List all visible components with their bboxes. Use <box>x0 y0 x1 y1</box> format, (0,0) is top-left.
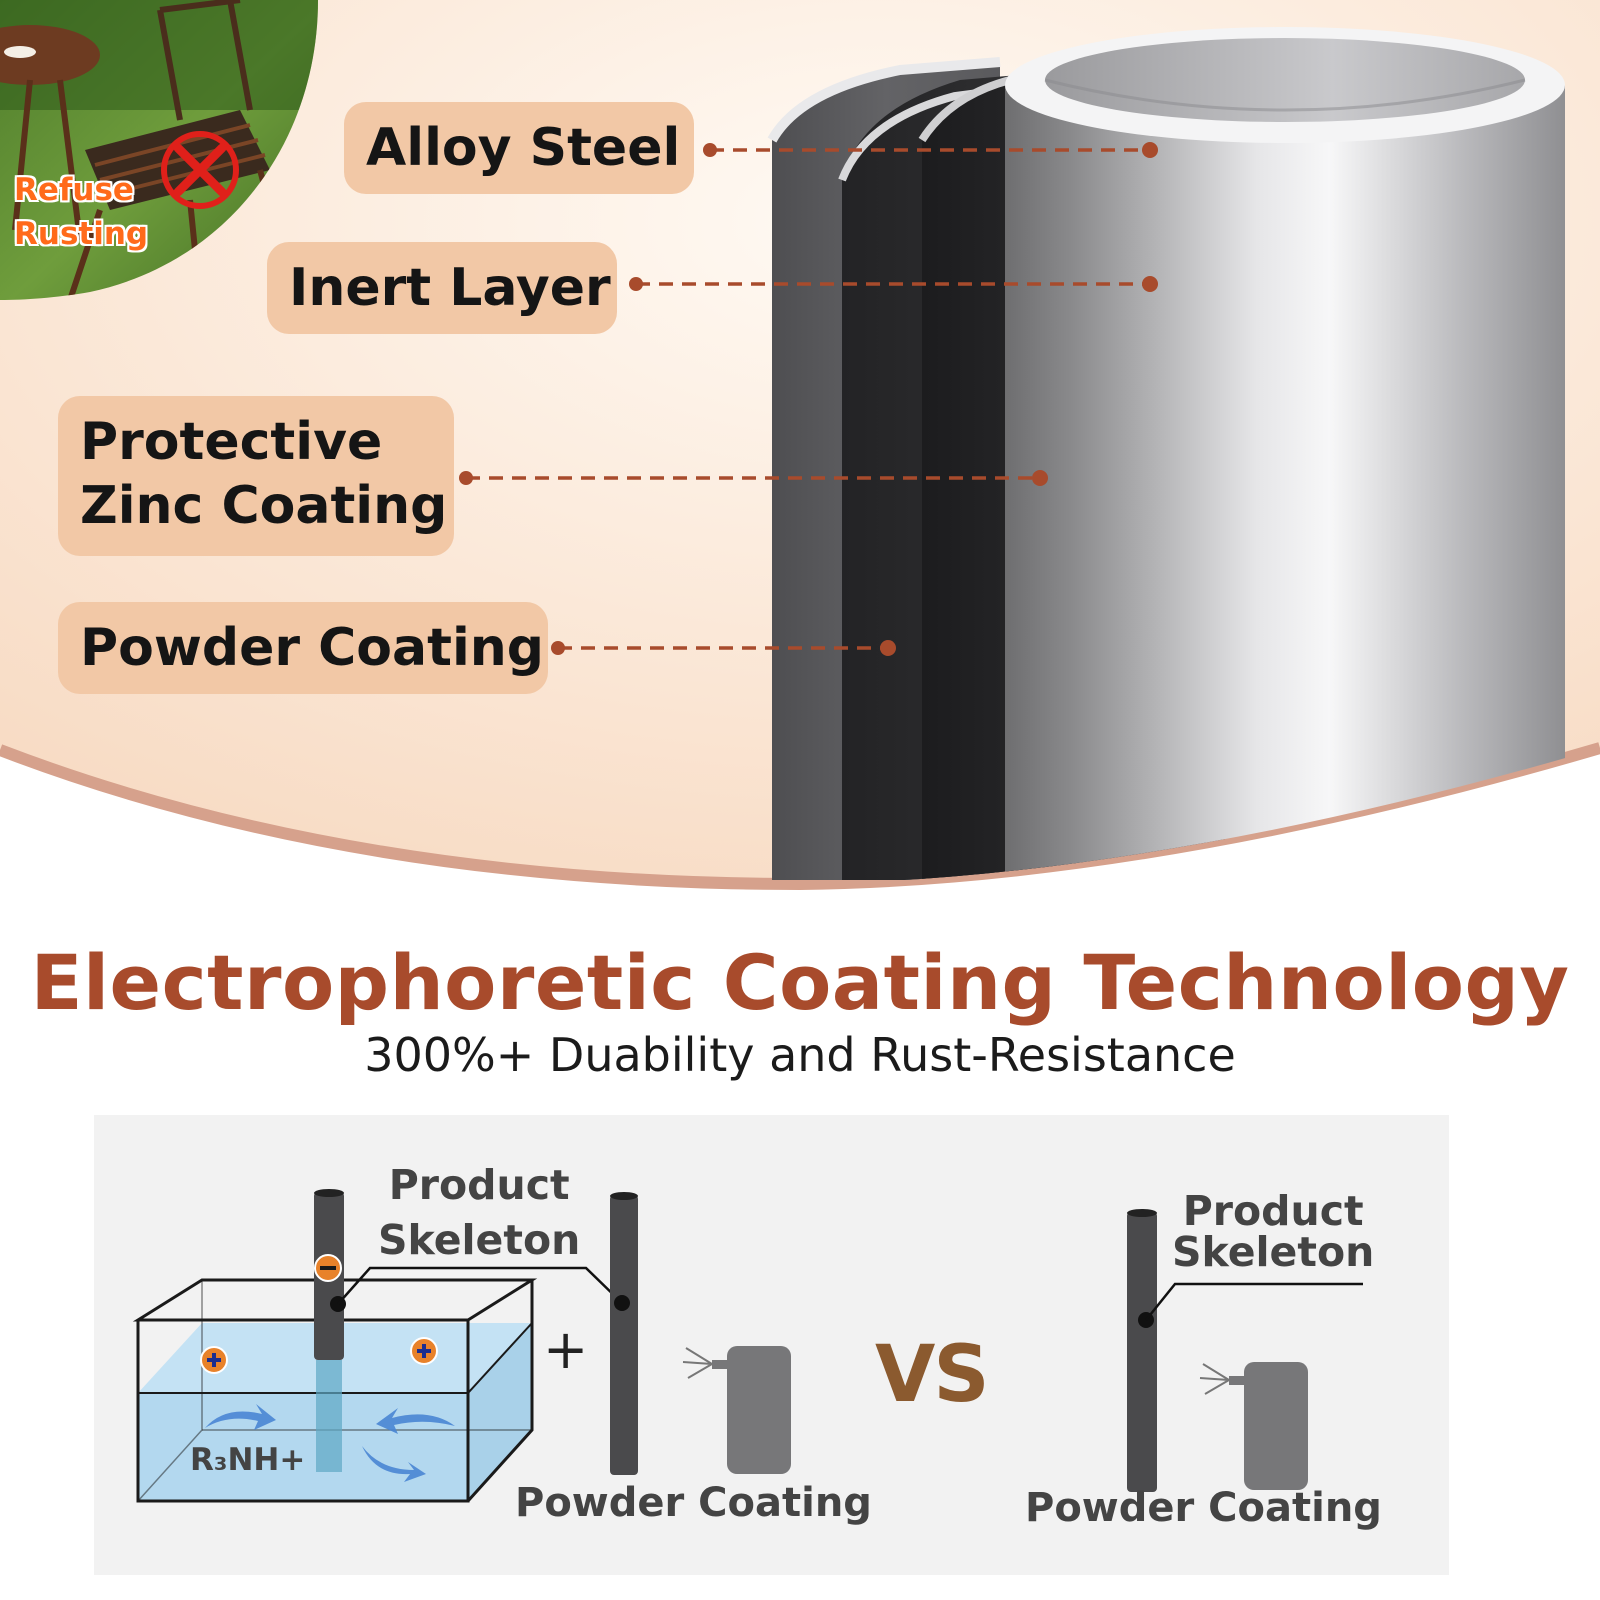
solution-label: R₃NH+ <box>190 1442 306 1478</box>
powder-coating-process <box>1127 1209 1363 1492</box>
page-title: Electrophoretic Coating Technology <box>30 938 1570 1027</box>
spray-gun-icon <box>682 1346 791 1474</box>
left-skeleton-label: Product Skeleton <box>378 1161 581 1264</box>
tube-layers <box>767 27 1565 880</box>
no-rust-x-icon <box>161 131 239 209</box>
page-subtitle: 300%+ Duability and Rust-Resistance <box>364 1028 1236 1082</box>
alloy-steel-label: Alloy Steel <box>344 102 694 194</box>
vs-label: VS <box>875 1330 990 1420</box>
left-powder-label: Powder Coating <box>515 1480 872 1526</box>
refuse-rusting-badge: Refuse Rusting <box>14 168 148 256</box>
coated-skeleton-rod <box>610 1195 638 1475</box>
refuse-rusting-line1: Refuse <box>14 172 134 208</box>
positive-charge-icon <box>410 1337 438 1365</box>
leader-dots <box>459 142 1158 656</box>
positive-charge-icon <box>200 1346 228 1374</box>
plus-sign: + <box>543 1318 589 1381</box>
inert-layer-label: Inert Layer <box>267 242 617 334</box>
zinc-coating-label: Protective Zinc Coating <box>58 396 454 556</box>
right-skeleton-label: Product Skeleton <box>1172 1187 1375 1276</box>
flow-arrow-icon <box>205 1404 455 1482</box>
spray-gun-icon <box>1199 1362 1308 1490</box>
uncoated-skeleton-rod <box>1127 1212 1157 1492</box>
right-powder-label: Powder Coating <box>1025 1485 1382 1531</box>
leader-lines <box>466 148 1148 650</box>
refuse-rusting-line2: Rusting <box>14 216 149 252</box>
powder-coating-label: Powder Coating <box>58 602 548 694</box>
electrophoresis-tank <box>132 1189 791 1503</box>
